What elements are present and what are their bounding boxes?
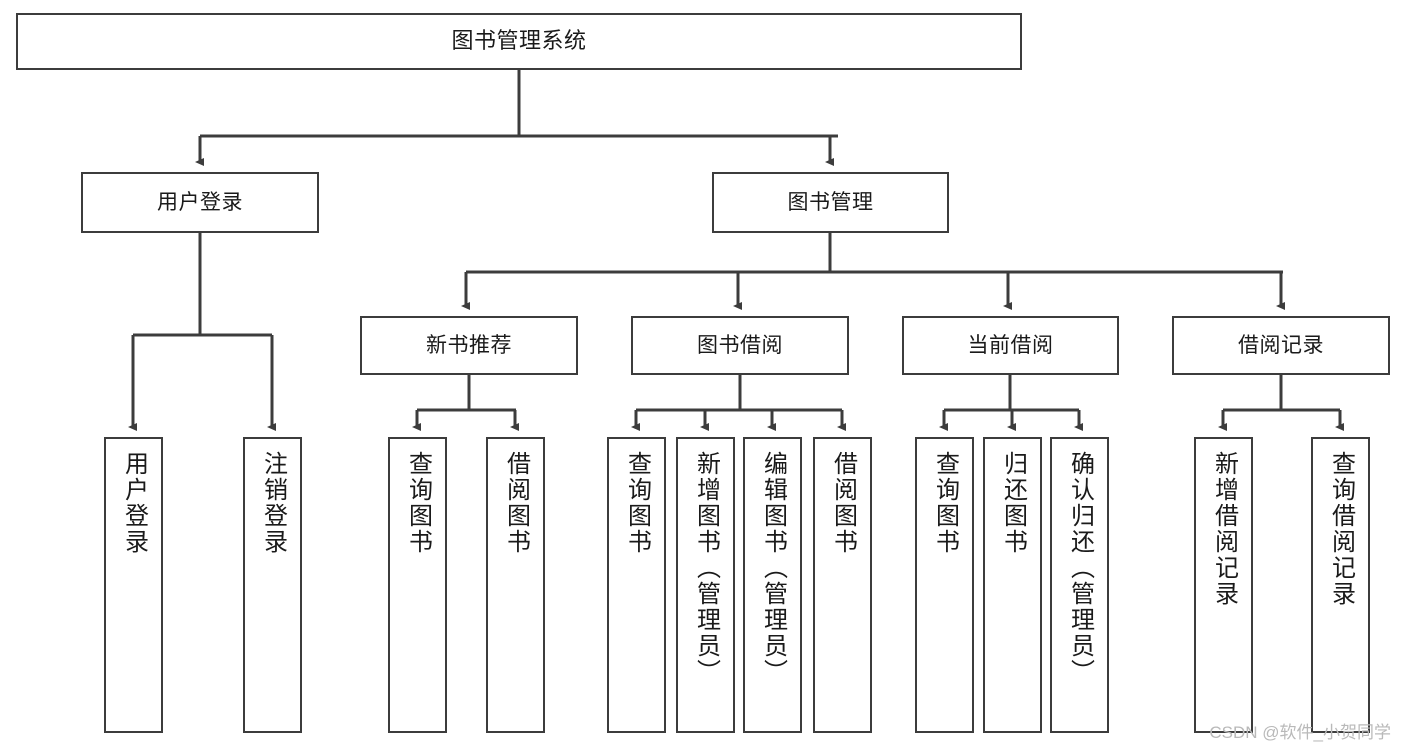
node-label: 用户登录 [157,190,243,214]
node-book-management-system[interactable]: 图书管理系统 [16,13,1022,70]
node-label: 用户登录 [120,451,148,555]
node-leaf-borrow-book-1[interactable]: 借阅图书 [486,437,545,733]
node-book-borrowing[interactable]: 图书借阅 [631,316,849,375]
node-leaf-borrow-book-2[interactable]: 借阅图书 [813,437,872,733]
node-label: 查询图书 [623,451,651,555]
node-leaf-edit-book-admin[interactable]: 编辑图书（管理员） [743,437,802,733]
node-label: 借阅图书 [829,451,857,555]
node-user-login[interactable]: 用户登录 [81,172,319,233]
node-book-management[interactable]: 图书管理 [712,172,949,233]
node-label: 图书管理系统 [451,28,587,54]
node-label: 当前借阅 [967,333,1054,357]
node-label: 新书推荐 [426,333,512,357]
node-label: 新增借阅记录 [1210,451,1238,607]
node-leaf-add-borrow-record[interactable]: 新增借阅记录 [1194,437,1253,733]
node-label: 新增图书（管理员） [692,451,720,685]
node-new-book-recommendation[interactable]: 新书推荐 [360,316,578,375]
node-label: 查询借阅记录 [1327,451,1355,607]
node-borrowing-record[interactable]: 借阅记录 [1172,316,1390,375]
node-leaf-query-book-3[interactable]: 查询图书 [915,437,974,733]
node-leaf-query-book-2[interactable]: 查询图书 [607,437,666,733]
node-label: 图书借阅 [697,333,783,357]
node-label: 归还图书 [999,451,1027,555]
node-label: 注销登录 [259,451,287,555]
node-label: 查询图书 [404,451,432,555]
node-leaf-confirm-return-admin[interactable]: 确认归还（管理员） [1050,437,1109,733]
node-leaf-user-login[interactable]: 用户登录 [104,437,163,733]
node-leaf-logout[interactable]: 注销登录 [243,437,302,733]
csdn-watermark: CSDN @软件_小贺同学 [1209,723,1391,742]
node-label: 借阅记录 [1238,333,1324,357]
node-label: 图书管理 [787,190,874,214]
node-leaf-query-borrow-record[interactable]: 查询借阅记录 [1311,437,1370,733]
node-leaf-return-book[interactable]: 归还图书 [983,437,1042,733]
node-label: 借阅图书 [502,451,530,555]
node-leaf-query-book-1[interactable]: 查询图书 [388,437,447,733]
node-current-borrowing[interactable]: 当前借阅 [902,316,1119,375]
node-label: 查询图书 [931,451,959,555]
node-label: 编辑图书（管理员） [759,451,787,685]
node-label: 确认归还（管理员） [1066,451,1094,685]
node-leaf-add-book-admin[interactable]: 新增图书（管理员） [676,437,735,733]
